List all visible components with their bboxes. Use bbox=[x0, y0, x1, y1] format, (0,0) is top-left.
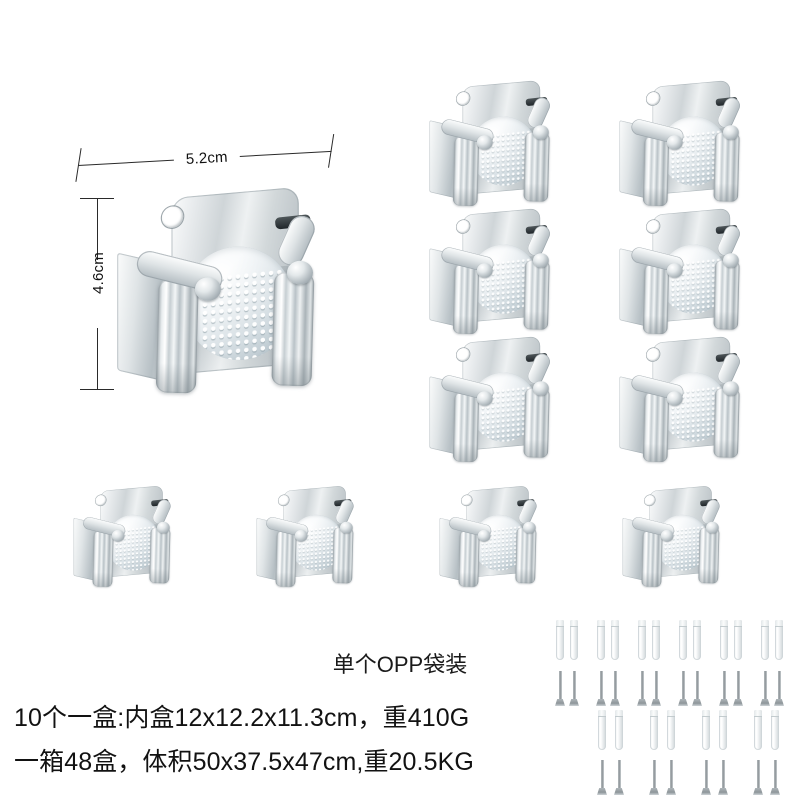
holder-ball-right bbox=[287, 260, 313, 285]
screw bbox=[774, 668, 784, 706]
holder-ball-left bbox=[476, 263, 493, 278]
screw bbox=[651, 668, 661, 706]
wall-anchor bbox=[652, 620, 660, 660]
width-dimension-label: 5.2cm bbox=[185, 148, 229, 168]
wall-anchor bbox=[650, 710, 658, 750]
holder-arm-right bbox=[149, 527, 171, 584]
screw bbox=[614, 757, 624, 795]
screw bbox=[753, 757, 763, 795]
screw bbox=[666, 757, 676, 795]
holder-ball-left bbox=[476, 391, 493, 406]
holder-arm-right bbox=[523, 132, 550, 202]
holder-arm-right bbox=[713, 388, 740, 458]
screw bbox=[760, 668, 770, 706]
holder-arm-left bbox=[155, 279, 199, 394]
wall-anchor bbox=[719, 710, 727, 750]
wall-anchor bbox=[611, 620, 619, 660]
width-dimension: 5.2cm bbox=[75, 133, 335, 182]
holder-arm-left bbox=[642, 136, 670, 207]
screw bbox=[692, 668, 702, 706]
holder-ball-left bbox=[666, 391, 683, 406]
screw bbox=[637, 668, 647, 706]
wall-anchor bbox=[570, 620, 578, 660]
holder-ball-left bbox=[477, 529, 491, 542]
screw bbox=[569, 668, 579, 706]
screw bbox=[718, 757, 728, 795]
holder-ball-left bbox=[660, 529, 674, 542]
holder-ball-left bbox=[476, 135, 493, 150]
holder-arm-left bbox=[452, 392, 480, 463]
holder-arm-right bbox=[713, 132, 740, 202]
wall-anchor bbox=[734, 620, 742, 660]
screw bbox=[701, 757, 711, 795]
screw bbox=[596, 668, 606, 706]
wall-anchor bbox=[754, 710, 762, 750]
screw bbox=[719, 668, 729, 706]
holder-ball-right bbox=[340, 521, 353, 534]
wall-anchor bbox=[702, 710, 710, 750]
packaging-specs: 10个一盒:内盒12x12.2x11.3cm，重410G 一箱48盒，体积50x… bbox=[14, 696, 794, 784]
wall-anchor bbox=[556, 620, 564, 660]
holder-ball-left bbox=[294, 529, 308, 542]
holder-ball-left bbox=[194, 277, 221, 301]
holder-arm-right bbox=[332, 527, 354, 584]
wall-anchor bbox=[597, 620, 605, 660]
screw bbox=[678, 668, 688, 706]
height-dimension-tick-bottom bbox=[80, 389, 114, 390]
holder-ball-left bbox=[111, 529, 125, 542]
wall-anchor bbox=[775, 620, 783, 660]
holder-ball-right bbox=[723, 253, 739, 268]
holder-ball-right bbox=[523, 521, 536, 534]
holder-ball-right bbox=[723, 125, 739, 140]
holder-ball-left bbox=[666, 263, 683, 278]
holder-arm-left bbox=[458, 530, 480, 588]
holder-ball-right bbox=[723, 381, 739, 396]
holder-arm-right bbox=[515, 527, 537, 584]
wall-anchor bbox=[693, 620, 701, 660]
screw bbox=[555, 668, 565, 706]
wall-anchor bbox=[638, 620, 646, 660]
holder-arm-left bbox=[275, 530, 297, 588]
packaging-spec-line-2: 一箱48盒，体积50x37.5x47cm,重20.5KG bbox=[14, 748, 474, 776]
height-dimension-label-backdrop bbox=[85, 260, 111, 328]
holder-arm-right bbox=[698, 527, 720, 584]
wall-anchor bbox=[771, 710, 779, 750]
wall-anchor bbox=[761, 620, 769, 660]
holder-arm-right bbox=[271, 272, 315, 387]
holder-arm-right bbox=[523, 388, 550, 458]
holder-ball-right bbox=[157, 521, 170, 534]
holder-arm-left bbox=[642, 392, 670, 463]
holder-ball-left bbox=[666, 135, 683, 150]
screw bbox=[610, 668, 620, 706]
holder-arm-left bbox=[452, 264, 480, 335]
wall-anchor bbox=[679, 620, 687, 660]
screw bbox=[597, 757, 607, 795]
holder-ball-right bbox=[706, 521, 719, 534]
holder-arm-right bbox=[523, 260, 550, 330]
wall-anchor bbox=[667, 710, 675, 750]
screw bbox=[649, 757, 659, 795]
height-dimension-tick-top bbox=[80, 198, 114, 199]
holder-arm-right bbox=[713, 260, 740, 330]
wall-anchor bbox=[615, 710, 623, 750]
holder-arm-left bbox=[642, 264, 670, 335]
packaging-title: 单个OPP袋装 bbox=[332, 652, 468, 677]
holder-arm-left bbox=[92, 530, 114, 588]
holder-ball-right bbox=[533, 125, 549, 140]
holder-arm-left bbox=[641, 530, 663, 588]
wall-anchor bbox=[720, 620, 728, 660]
holder-ball-right bbox=[533, 253, 549, 268]
screw bbox=[770, 757, 780, 795]
height-dimension: 4.6cm bbox=[80, 198, 114, 390]
holder-ball-right bbox=[533, 381, 549, 396]
wall-anchor bbox=[598, 710, 606, 750]
holder-arm-left bbox=[452, 136, 480, 207]
packaging-spec-line-1: 10个一盒:内盒12x12.2x11.3cm，重410G bbox=[14, 704, 470, 732]
height-dimension-label: 4.6cm bbox=[90, 252, 107, 294]
screw bbox=[733, 668, 743, 706]
